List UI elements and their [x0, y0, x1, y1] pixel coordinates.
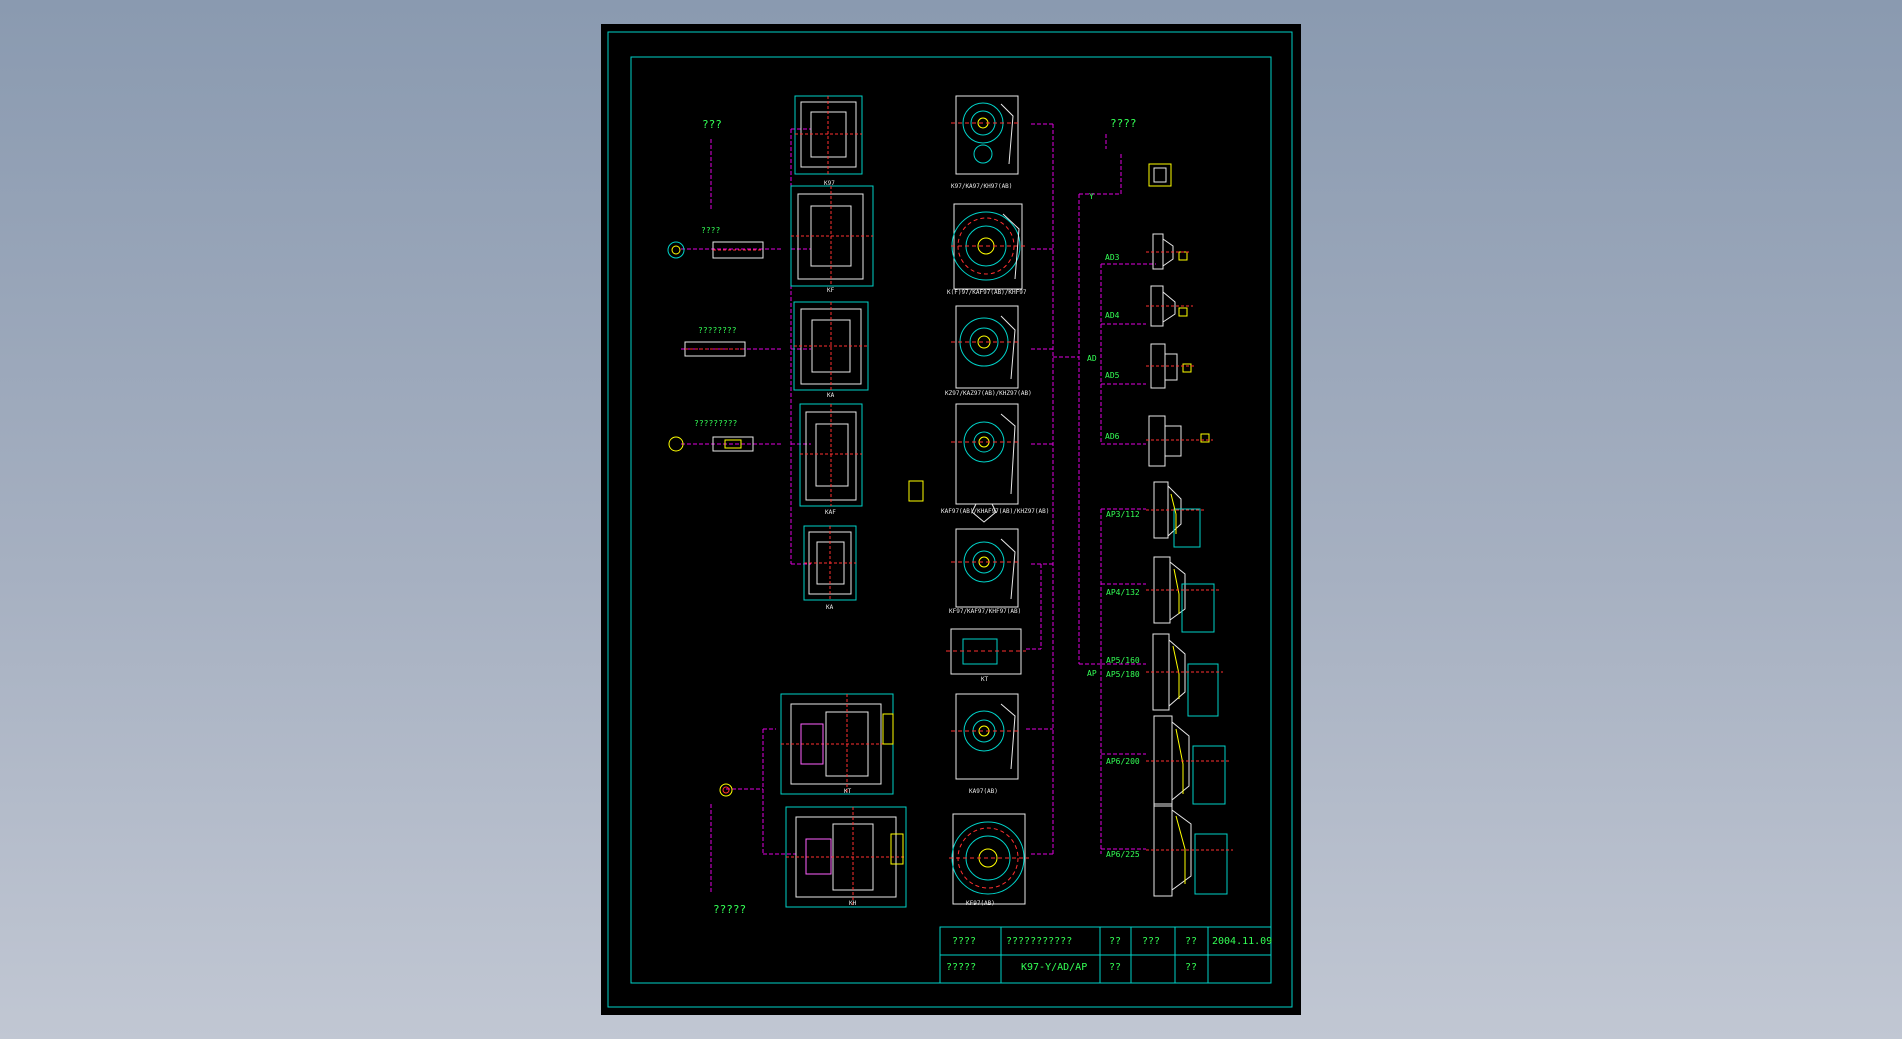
label-right-top-component: ???? — [1110, 117, 1137, 130]
title-block-r2c1: ????? — [946, 962, 977, 973]
title-block-grid — [939, 926, 1272, 984]
caption-side-2: K(F)97/KAF97(AB)/KHF97 — [947, 289, 1027, 296]
caption-front-2: KF — [827, 287, 835, 294]
label-ad5: AD5 — [1105, 371, 1120, 380]
title-block-r2c5: ?? — [1185, 962, 1198, 973]
label-shaft-a: ???? — [701, 226, 721, 235]
connection-lines — [681, 123, 1156, 894]
label-ap5-160: AP5/160 — [1106, 656, 1140, 665]
front-views — [780, 95, 907, 908]
drawing-sheet: ??? ???? ???????? ????????? ????? ???? Y… — [601, 24, 1301, 1015]
title-block-r1c5: ?? — [1185, 936, 1198, 947]
caption-side-1: K97/KA97/KH97(AB) — [951, 183, 1013, 190]
label-bottom-component: ????? — [713, 903, 747, 916]
label-ap3-112: AP3/112 — [1106, 510, 1140, 519]
caption-front-4: KAF — [825, 509, 836, 516]
title-block-r1c4: ??? — [1142, 936, 1161, 947]
label-ad6: AD6 — [1105, 432, 1120, 441]
label-group-y: Y — [1089, 192, 1094, 201]
title-block-r1c3: ?? — [1109, 936, 1122, 947]
label-ap6-225: AP6/225 — [1106, 850, 1140, 859]
caption-front-7: KH — [849, 900, 857, 907]
label-top-component: ??? — [702, 118, 722, 131]
title-block-r2c3: ?? — [1109, 962, 1122, 973]
caption-side-4: KAF97(AB)/KHAF97(AB)/KHZ97(AB) — [941, 508, 1050, 515]
title-block-r1c2: ??????????? — [1006, 936, 1073, 947]
label-ap5-180: AP5/180 — [1106, 670, 1140, 679]
title-block-date: 2004.11.09 — [1212, 936, 1273, 947]
cad-drawing-canvas — [607, 31, 1293, 1008]
caption-front-3: KA — [827, 392, 835, 399]
caption-front-6: KT — [844, 788, 852, 795]
caption-side-6: KT — [981, 676, 989, 683]
side-views — [946, 95, 1029, 905]
label-ap6-200: AP6/200 — [1106, 757, 1140, 766]
caption-side-7: KA97(AB) — [969, 788, 998, 795]
title-block-r1c1: ???? — [952, 936, 977, 947]
caption-front-5: KA — [826, 604, 834, 611]
caption-side-5: KF97/KAF97/KHF97(AB) — [949, 608, 1022, 615]
label-shaft-b: ???????? — [698, 326, 737, 335]
caption-front-1: K97 — [824, 180, 835, 187]
caption-side-8: KF97(AB) — [966, 900, 995, 907]
shaft-parts — [667, 163, 1172, 797]
adapter-views — [1146, 233, 1233, 897]
label-ap4-132: AP4/132 — [1106, 588, 1140, 597]
caption-side-3: KZ97/KAZ97(AB)/KHZ97(AB) — [945, 390, 1032, 397]
label-ad4: AD4 — [1105, 311, 1120, 320]
title-block-drawing-number: K97-Y/AD/AP — [1021, 962, 1088, 973]
label-shaft-c: ????????? — [694, 419, 738, 428]
label-ad3: AD3 — [1105, 253, 1120, 262]
label-group-ap: AP — [1087, 669, 1097, 678]
label-group-ad: AD — [1087, 354, 1097, 363]
